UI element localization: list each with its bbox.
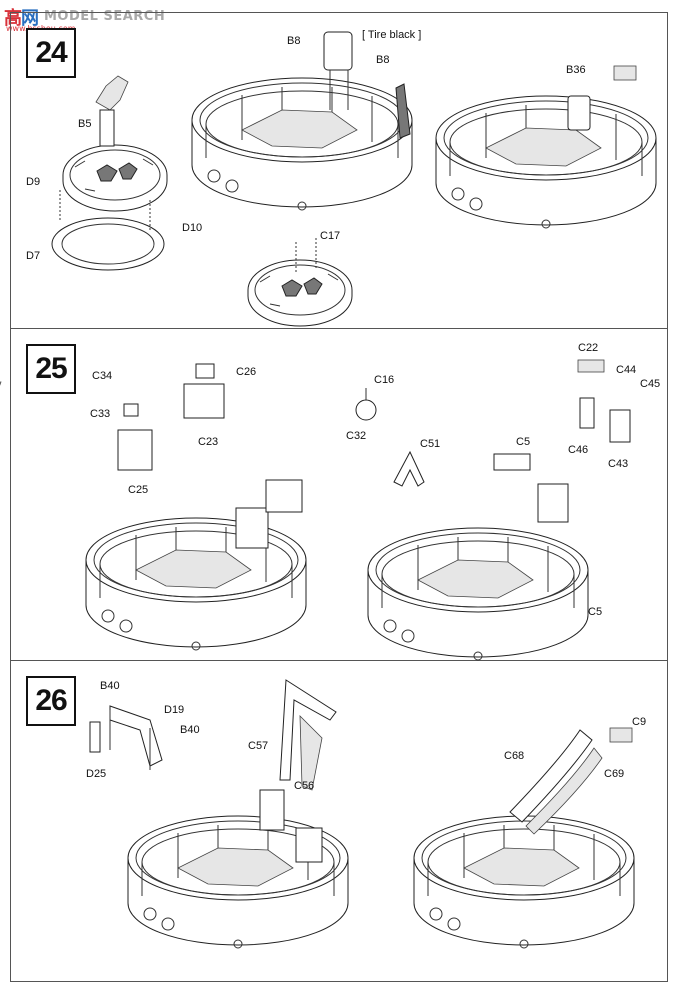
part-label-c51: C51: [420, 438, 441, 450]
part-label-d7: D7: [26, 250, 41, 262]
part-label-d25: D25: [86, 768, 107, 780]
part-b5-periscope: [95, 75, 129, 111]
part-c23: [183, 383, 225, 419]
part-c25: [117, 429, 153, 471]
part-label-c26: C26: [236, 366, 257, 378]
step-24-illustration: [51, 31, 657, 327]
part-c22: [577, 359, 605, 373]
part-label-c32: C32: [346, 430, 367, 442]
part-label-d10: D10: [182, 222, 203, 234]
part-label-b36: B36: [566, 64, 586, 76]
part-label-c25: C25: [128, 484, 149, 496]
part-c34: [0, 381, 2, 393]
part-c26: [195, 363, 215, 379]
part-note-tire-black: [ Tire black ]: [362, 29, 422, 41]
part-label-c69: C69: [604, 768, 625, 780]
part-label-b8: B8: [287, 35, 301, 47]
part-c43: [609, 409, 631, 443]
part-c16: [355, 399, 377, 421]
part-label-c9: C9: [632, 716, 647, 728]
part-c25-installed: [235, 507, 269, 549]
part-label-c23: C23: [198, 436, 219, 448]
part-label-c46: C46: [568, 444, 589, 456]
part-label-c5-side: C5: [588, 606, 603, 618]
part-label-b40: B40: [100, 680, 120, 692]
part-box-26: [295, 827, 323, 863]
part-label-c22: C22: [578, 342, 599, 354]
step-divider-24-25: [10, 328, 668, 329]
part-label-c68: C68: [504, 750, 525, 762]
part-c56: [299, 715, 323, 791]
watermark-logo: 高网: [4, 8, 39, 29]
watermark-logo-accent: 高: [4, 8, 22, 29]
page-frame: [10, 12, 668, 982]
part-c57-frame: [279, 679, 337, 781]
step-divider-25-26: [10, 660, 668, 661]
part-c33: [123, 403, 139, 417]
part-b36: [567, 95, 591, 131]
part-d7-ring: [51, 217, 165, 271]
part-d19: [109, 705, 163, 767]
part-label-c33: C33: [90, 408, 111, 420]
part-c68: [509, 729, 593, 823]
part-c23-installed: [265, 479, 303, 513]
step-number-25: 25: [26, 344, 76, 394]
step-25-illustration: [0, 359, 631, 661]
part-label-b5: B5: [78, 118, 92, 130]
part-label-c44: C44: [616, 364, 637, 376]
part-label-d19: D19: [164, 704, 185, 716]
part-c51: [393, 450, 425, 487]
step-number-26: 26: [26, 676, 76, 726]
part-b5-post: [99, 109, 115, 147]
part-b8-tire: [323, 31, 353, 71]
part-label-c56: C56: [294, 780, 315, 792]
part-label-c17: C17: [320, 230, 341, 242]
step-26-illustration: [89, 679, 635, 949]
part-c46: [579, 397, 595, 429]
part-b8-side: [395, 83, 411, 139]
part-d25: [89, 721, 101, 753]
part-label-b8-side: B8: [376, 54, 390, 66]
part-label-d9: D9: [26, 176, 41, 188]
part-c43-box: [537, 483, 569, 523]
part-b36-box: [613, 65, 637, 81]
part-c5: [493, 453, 531, 471]
part-label-c34: C34: [92, 370, 113, 382]
step-number-24: 24: [26, 28, 76, 78]
part-label-c5: C5: [516, 436, 531, 448]
part-c9: [609, 727, 633, 743]
part-c57-seat: [259, 789, 285, 831]
part-c69: [525, 747, 603, 835]
part-label-c43: C43: [608, 458, 629, 470]
part-label-c16: C16: [374, 374, 395, 386]
part-label-c57: C57: [248, 740, 269, 752]
part-label-b40-right: B40: [180, 724, 200, 736]
part-label-c45: C45: [640, 378, 661, 390]
